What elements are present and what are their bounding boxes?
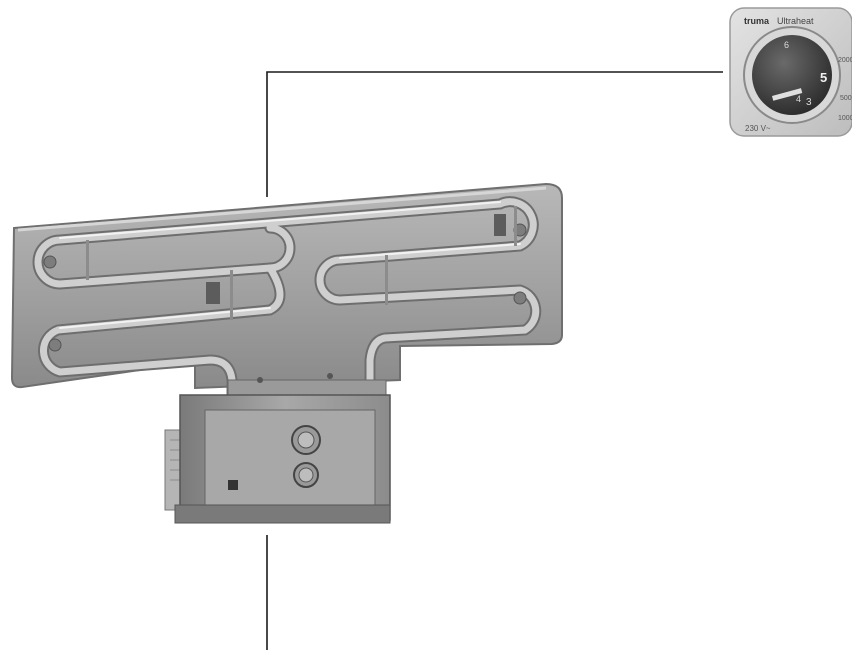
tube-brackets: [86, 206, 517, 320]
temperature-dial[interactable]: 6 5 3 4: [743, 26, 841, 124]
svg-text:4: 4: [796, 94, 801, 104]
power-label-2000: 2000: [838, 57, 852, 64]
model-name: Ultraheat: [777, 16, 814, 26]
svg-text:5: 5: [820, 70, 827, 85]
svg-text:6: 6: [784, 40, 789, 50]
power-label-500: 500: [840, 95, 852, 102]
voltage-label: 230 V~: [745, 124, 771, 133]
control-panel-inset: truma Ultraheat 6 5 3 4 2000 500 1000 23…: [729, 7, 852, 137]
heater-unit: [10, 182, 563, 524]
control-screw-upper: [291, 425, 321, 455]
heating-element: [32, 196, 542, 406]
mounting-screws: [43, 223, 527, 352]
brand-logo: truma: [744, 16, 770, 26]
control-box: [164, 394, 391, 524]
control-screw-lower: [293, 462, 319, 488]
power-label-1000: 1000: [838, 115, 852, 122]
svg-text:3: 3: [806, 97, 812, 108]
leader-line-top: [266, 71, 723, 197]
callout-lines: [266, 71, 723, 650]
